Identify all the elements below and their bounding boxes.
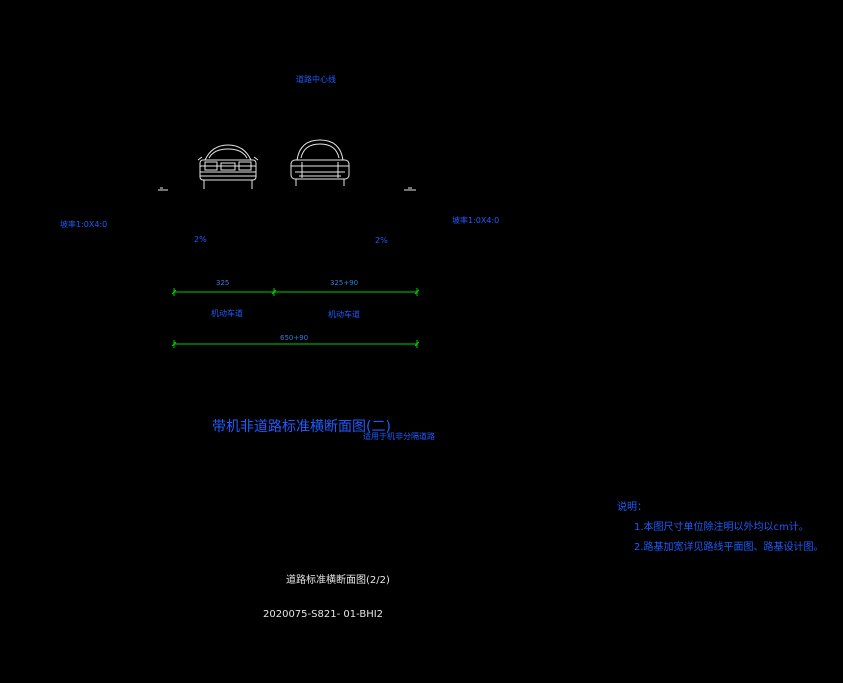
dimension-line-total xyxy=(171,340,420,348)
applicability-note: 适用于机非分隔道路 xyxy=(363,432,435,441)
centerline-label: 道路中心线 xyxy=(296,75,336,84)
lane-right-label: 机动车道 xyxy=(328,310,360,319)
left-slope-label: 坡率1:0X4:0 xyxy=(60,220,108,229)
ground-marks xyxy=(158,187,416,191)
notes-heading: 说明： xyxy=(617,502,647,513)
note-1: 1.本图尺寸单位除注明以外均以cm计。 xyxy=(634,522,809,533)
right-slope-label: 坡率1:0X4:0 xyxy=(452,216,500,225)
dim-left-label: 325 xyxy=(216,279,230,287)
lane-left-label: 机动车道 xyxy=(211,309,243,318)
dim-right-label: 325+90 xyxy=(330,279,359,287)
sheet-title: 道路标准横断面图(2/2) xyxy=(286,575,390,586)
section-title: 带机非道路标准横断面图(二) xyxy=(212,419,391,435)
right-crossfall: 2% xyxy=(375,236,388,245)
drawing-number: 2020075-S821- 01-BHI2 xyxy=(263,609,384,620)
dim-total-label: 650+90 xyxy=(280,334,309,342)
dimension-line-partial xyxy=(171,288,420,296)
note-2: 2.路基加宽详见路线平面图、路基设计图。 xyxy=(634,542,824,553)
left-crossfall: 2% xyxy=(194,235,207,244)
right-car-icon xyxy=(290,139,350,186)
left-car-icon xyxy=(197,144,259,189)
